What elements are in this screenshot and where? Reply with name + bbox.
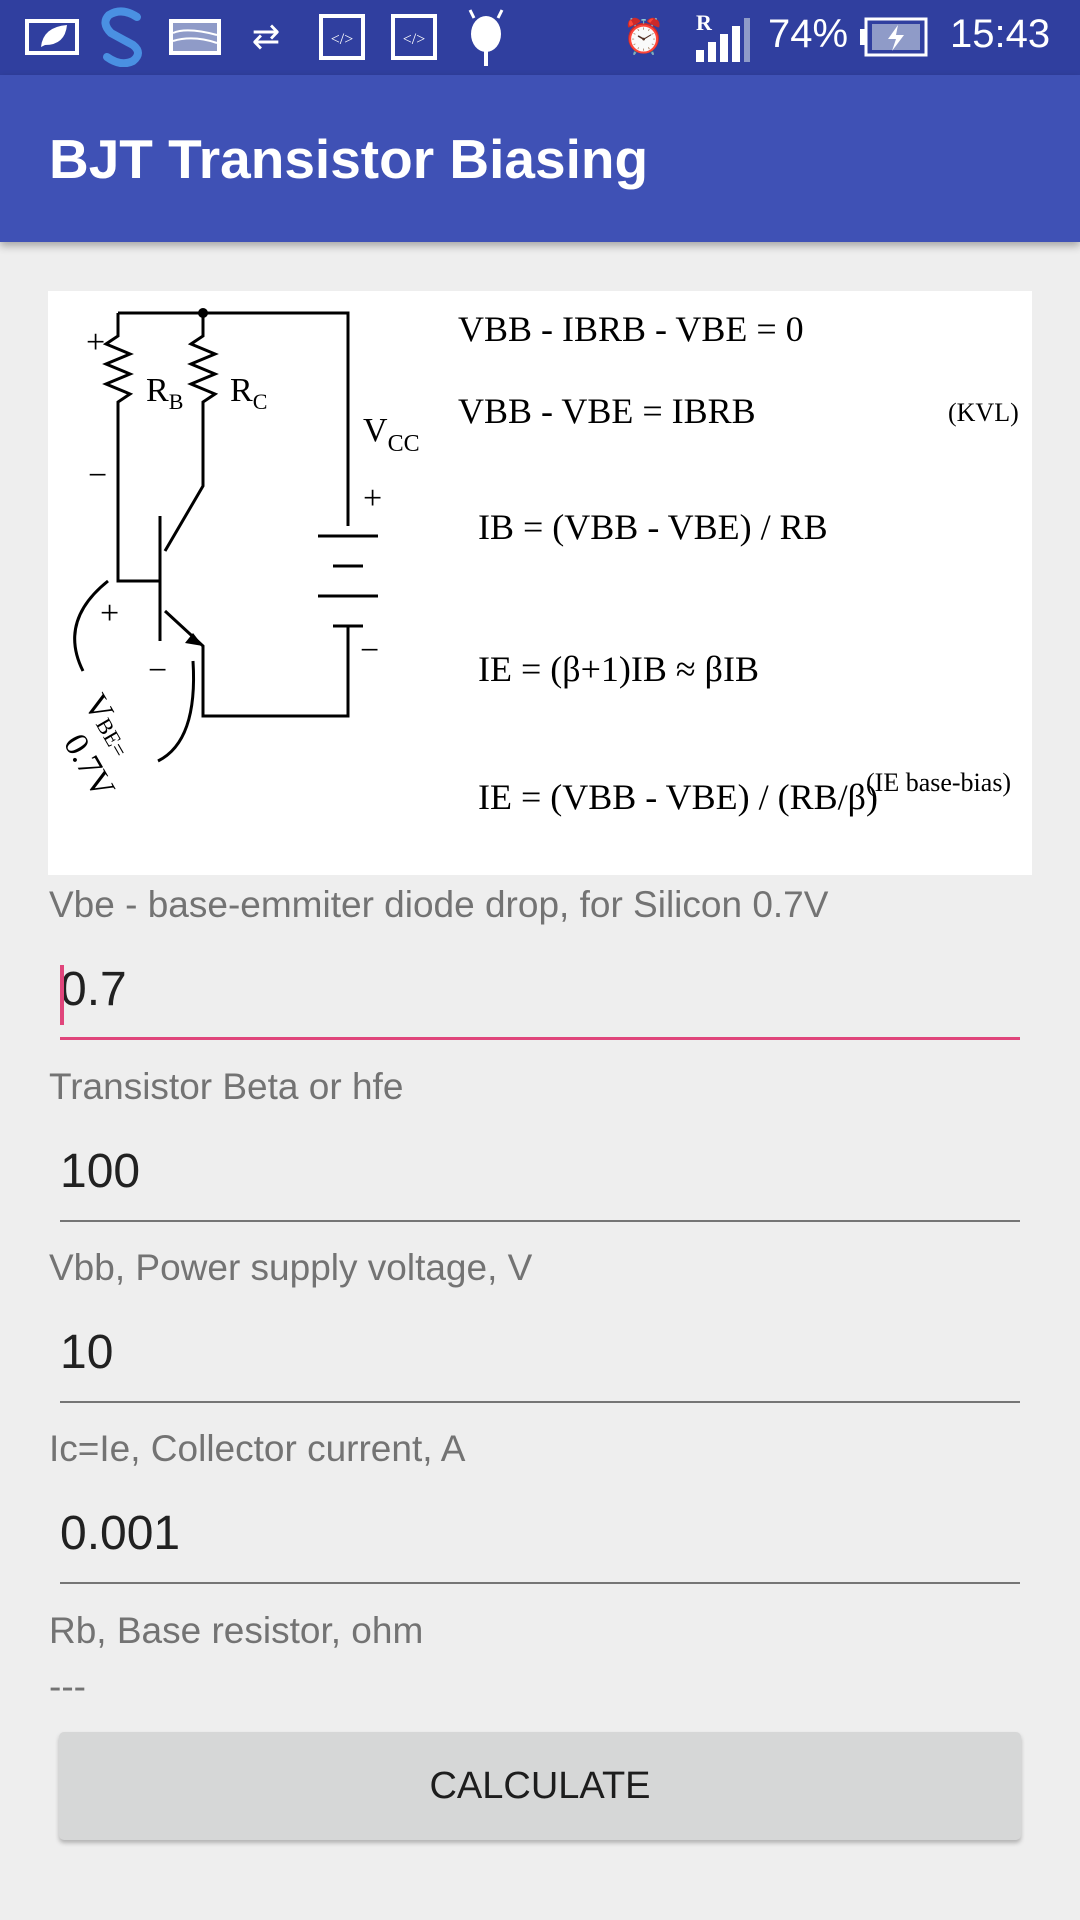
rb-result-value: --- [49,1666,86,1707]
code-icon: </> [390,14,438,60]
alarm-icon: ⏰ [622,17,666,57]
beta-label: Transistor Beta or hfe [49,1066,404,1107]
svg-text:−: − [360,632,379,669]
svg-text:R: R [696,12,713,35]
plus-sign: + [86,324,105,361]
rb-result-label: Rb, Base resistor, ohm [49,1610,424,1651]
s-app-icon [96,7,148,67]
equation: IE = (β+1)IB ≈ βIB [478,649,759,689]
calculate-button[interactable]: CALCULATE [59,1732,1021,1840]
clock: 15:43 [950,12,1051,56]
equation: VBB - IBRB - VBE = 0 [458,309,804,349]
ie-base-bias-note: (IE base-bias) [866,768,1011,797]
battery-charging-icon [858,14,928,60]
equation: VBB - VBE = IBRB [458,391,756,431]
svg-text:−: − [148,652,167,689]
svg-text:</>: </> [331,31,354,48]
data-transfer-icon: ⇄ [251,17,281,57]
collector-current-input[interactable]: 0.001 [60,1484,1020,1584]
code-icon: </> [318,14,366,60]
android-icon [462,8,510,68]
svg-text:</>: </> [403,31,426,48]
svg-text:+: + [100,595,119,632]
app-title: BJT Transistor Biasing [49,128,649,190]
svg-text:+: + [363,480,382,517]
collector-current-label: Ic=Ie, Collector current, A [49,1428,466,1469]
signal-icon: R [692,12,754,62]
vbb-input[interactable]: 10 [60,1303,1020,1403]
image-icon [166,14,224,60]
text-cursor [60,965,64,1025]
battery-percent: 74% [768,12,849,56]
equation: IE = (VBB - VBE) / (RB/β) [478,777,878,817]
status-bar: ⇄ </> </> ⏰ R 74% 15:43 [0,0,1080,75]
svg-text:RC: RC [230,372,267,414]
vbe-label: Vbe - base-emmiter diode drop, for Silic… [49,884,829,925]
equation: IB = (VBB - VBE) / RB [478,507,828,547]
bjt-bias-diagram: + − RB RC VCC + − + − VBE= 0.7V VBB - IB… [48,291,1032,875]
battery-saver-icon [22,14,82,60]
minus-sign: − [88,457,107,494]
beta-input[interactable]: 100 [60,1122,1020,1222]
svg-text:RB: RB [146,372,183,414]
app-bar: BJT Transistor Biasing [0,75,1080,242]
kvl-note: (KVL) [948,398,1019,427]
vbe-input[interactable]: 0.7 [60,940,1020,1040]
vbb-label: Vbb, Power supply voltage, V [49,1247,533,1288]
svg-text:VCC: VCC [363,412,420,457]
